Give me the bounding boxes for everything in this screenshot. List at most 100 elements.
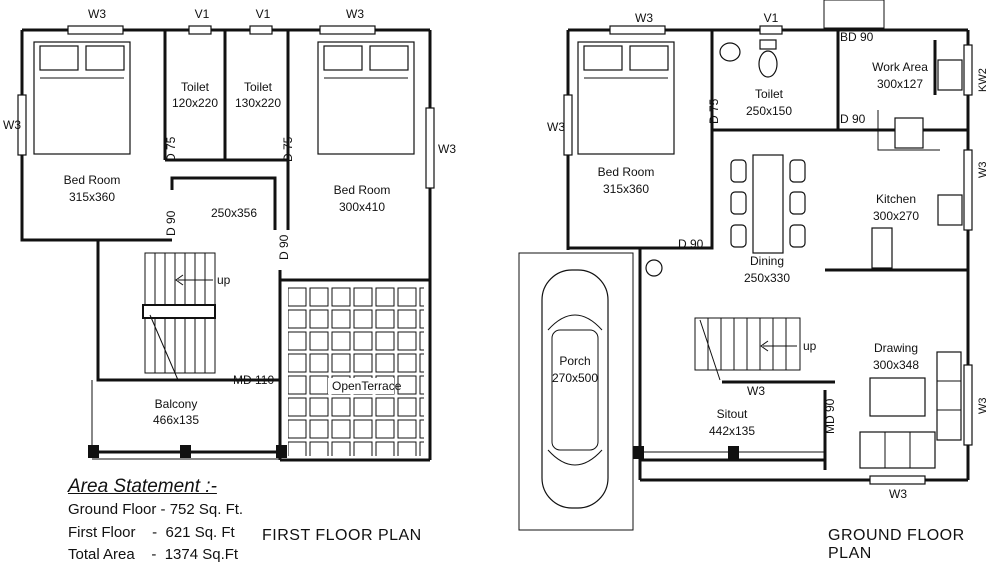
gf-porch-outline: [518, 252, 634, 531]
ff-d75-label-2: D 75: [281, 136, 295, 162]
gf-bed-size: 315x360: [603, 182, 649, 196]
gf-window-kw2: [963, 44, 973, 96]
gf-fridge-icon: [871, 227, 893, 269]
ff-d90-label-1: D 90: [164, 210, 178, 236]
gf-d75-label: D 75: [707, 98, 721, 124]
ff-bed-left-name: Bed Room: [64, 173, 121, 187]
gf-window-w3-south: [869, 475, 926, 485]
area-row-ground: Ground Floor - 752 Sq. Ft.: [68, 501, 243, 518]
gf-dining-table: [730, 154, 806, 254]
ff-stair-treads: [154, 253, 206, 305]
gf-dining-basin-icon: [645, 259, 663, 277]
ff-lobby-size: 250x356: [211, 206, 257, 220]
ff-w3-label-west: W3: [3, 118, 21, 132]
ff-md110-label: MD 110: [233, 373, 274, 387]
gf-w3-label-south: W3: [889, 487, 907, 501]
gf-kitchen-sink-icon: [937, 194, 963, 226]
gf-window-w3-kitchen: [963, 149, 973, 231]
ff-vent-v1-a: [188, 25, 212, 35]
gf-porch-name: Porch: [559, 354, 590, 368]
area-row-label: Ground Floor: [68, 501, 157, 518]
area-row-sep: -: [135, 524, 166, 541]
gf-drawing-name: Drawing: [874, 341, 918, 355]
gf-toilet-name: Toilet: [755, 87, 784, 101]
area-row-sep: -: [134, 546, 165, 563]
gf-chimney: [823, 0, 885, 29]
area-row-label: First Floor: [68, 524, 136, 541]
first-floor-plan: W3 V1 V1 W3 W3 W3 Bed Room 315x360 Toile…: [3, 7, 456, 462]
gf-kw2-label: KW2: [977, 68, 989, 92]
ff-up-label: up: [217, 273, 231, 287]
gf-car-icon: [541, 269, 609, 509]
gf-window-w3-west: [563, 94, 573, 156]
ff-v1-label-2: V1: [256, 7, 271, 21]
gf-window-w3-north: [609, 25, 666, 35]
ff-window-w3-right: [319, 25, 376, 35]
gf-md90-label: MD 90: [823, 398, 837, 434]
gf-column-1: [633, 446, 644, 459]
area-row-value: 752 Sq. Ft.: [169, 501, 244, 518]
ff-lobby-wall: [170, 176, 277, 230]
gf-dining-size: 250x330: [744, 271, 790, 285]
ff-terrace-label-bg: [328, 378, 394, 394]
ground-floor-plan: W3 V1 BD 90 W3 Bed Room 315x360 Toilet 2…: [518, 0, 989, 531]
gf-bd90-label: BD 90: [840, 30, 874, 44]
gf-wc-tank: [759, 39, 777, 50]
gf-w3-label-stair: W3: [747, 384, 765, 398]
gf-bed-name: Bed Room: [598, 165, 655, 179]
ff-vent-v1-b: [249, 25, 273, 35]
gf-w3-label-north: W3: [635, 11, 653, 25]
ff-window-w3-east: [425, 107, 435, 189]
area-row-value: 621 Sq. Ft: [165, 524, 235, 541]
gf-porch-size: 270x500: [552, 371, 598, 385]
ff-w3-label-1: W3: [88, 7, 106, 21]
ff-bed-right-size: 300x410: [339, 200, 385, 214]
gf-work-sink-icon: [937, 59, 963, 91]
ff-v1-label-1: V1: [195, 7, 210, 21]
ff-terrace-tiles: [288, 286, 424, 456]
gf-dining-name: Dining: [750, 254, 784, 268]
ff-column-1: [88, 445, 99, 458]
gf-d90-label-kitchen: D 90: [840, 112, 866, 126]
area-row-sep: -: [156, 501, 170, 518]
gf-kitchen-size: 300x270: [873, 209, 919, 223]
gf-sitout-name: Sitout: [717, 407, 748, 421]
gf-bed-east-wall: [638, 130, 714, 290]
gf-w3-label-west: W3: [547, 120, 565, 134]
gf-sitout-size: 442x135: [709, 424, 755, 438]
ff-toilet-b-size: 130x220: [235, 96, 281, 110]
gf-stair-break-line: [699, 319, 721, 381]
ff-column-3: [276, 445, 287, 458]
gf-stair-treads: [707, 318, 787, 370]
ff-toilet-a-size: 120x220: [172, 96, 218, 110]
gf-toilet-size: 250x150: [746, 104, 792, 118]
ff-balcony-name: Balcony: [155, 397, 198, 411]
gf-work-name: Work Area: [872, 60, 928, 74]
ff-bed-right: [317, 41, 415, 155]
ff-d90-label-2: D 90: [277, 234, 291, 260]
gf-kitchen-name: Kitchen: [876, 192, 916, 206]
area-row-first: First Floor - 621 Sq. Ft: [68, 524, 235, 541]
gf-d90-label-bed: D 90: [678, 237, 704, 251]
ff-w3-label-2: W3: [346, 7, 364, 21]
gf-v1-label: V1: [764, 11, 779, 25]
area-row-label: Total Area: [68, 546, 135, 563]
first-floor-title: FIRST FLOOR PLAN: [262, 527, 422, 544]
ff-window-w3-left: [67, 25, 124, 35]
gf-w3-label-drawing: W3: [977, 398, 989, 415]
gf-wc-icon: [758, 50, 778, 78]
gf-up-arrow-head: [760, 340, 769, 352]
gf-stove-icon: [894, 117, 924, 149]
ff-toilet-a-name: Toilet: [181, 80, 210, 94]
ff-balcony-size: 466x135: [153, 413, 199, 427]
ff-up-arrow-head: [175, 274, 184, 286]
ff-stair-treads-lower: [154, 318, 206, 373]
area-row-total: Total Area - 1374 Sq.Ft: [68, 546, 238, 563]
ff-stair-landing: [142, 304, 216, 319]
gf-bed: [577, 41, 675, 155]
ff-w3-label-east: W3: [438, 142, 456, 156]
gf-work-size: 300x127: [877, 77, 923, 91]
gf-kitchen-counter: [877, 110, 940, 151]
